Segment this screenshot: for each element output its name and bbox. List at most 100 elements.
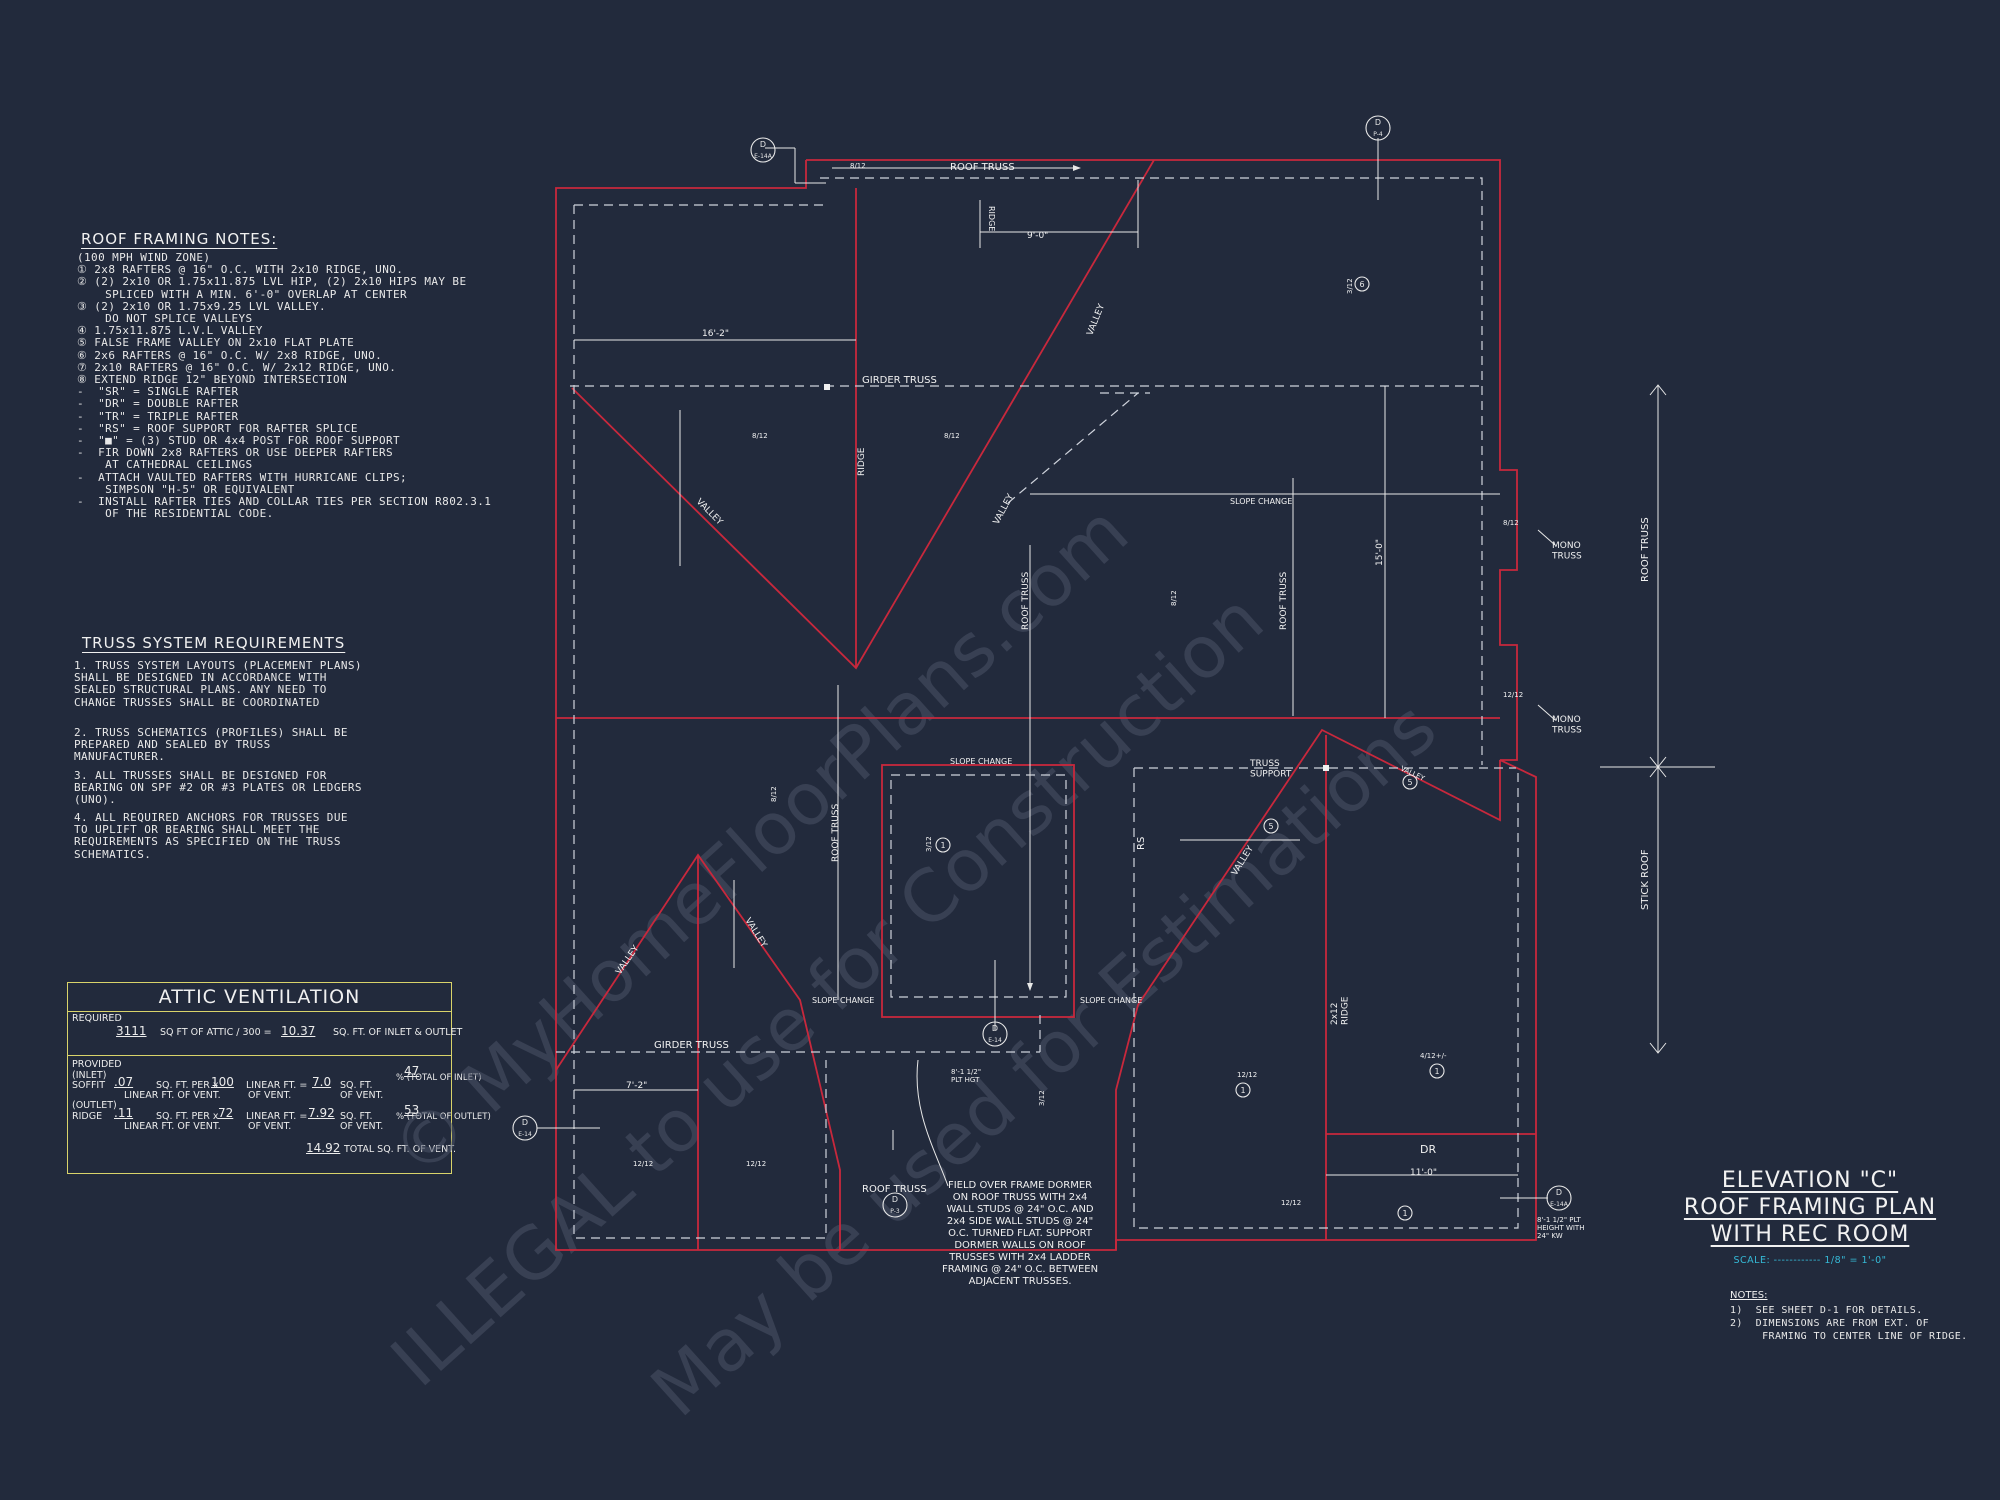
truss-req-item: 3. ALL TRUSSES SHALL BE DESIGNED FOR BEA… <box>74 769 362 807</box>
roof-framing-notes-title: ROOF FRAMING NOTES: <box>81 230 278 248</box>
provided-label: PROVIDED <box>72 1059 122 1070</box>
title-block: ELEVATION "C" ROOF FRAMING PLAN WITH REC… <box>1680 1168 1940 1266</box>
note-1-icon <box>1235 1082 1251 1098</box>
roof-truss-vertical-label: ROOF TRUSS <box>1021 571 1031 630</box>
area-text: SQ. FT. <box>340 1111 373 1122</box>
pitch-label: 8/12 <box>850 162 866 170</box>
roof-note: - "RS" = ROOF SUPPORT FOR RAFTER SPLICE <box>77 421 358 435</box>
soffit-label: SOFFIT <box>72 1080 106 1091</box>
ref-sheet: P-3 <box>890 1208 900 1215</box>
section-ref-icon <box>1365 115 1391 141</box>
note-number: 5 <box>1407 778 1412 787</box>
section-ref-icon <box>512 1115 538 1141</box>
attic-sqft: 3111 <box>116 1024 147 1038</box>
note-number: 1 <box>940 841 945 850</box>
pitch-label: 8/12 <box>1170 590 1178 606</box>
roof-note: ② (2) 2x10 OR 1.75x11.875 LVL HIP, (2) 2… <box>77 275 467 289</box>
note-number: 1 <box>1402 1209 1407 1218</box>
pitch-label: 8/12 <box>944 432 960 440</box>
roof-note: ④ 1.75x11.875 L.V.L VALLEY <box>77 324 263 338</box>
bottom-note: 1) SEE SHEET D-1 FOR DETAILS. <box>1730 1305 1923 1316</box>
plan-labels: ROOF TRUSS ROOF TRUSS GIRDER TRUSS GIRDE… <box>626 162 1584 1240</box>
rate-text: SQ. FT. PER x <box>156 1111 219 1122</box>
valley-label: VALLEY <box>742 916 768 950</box>
zone-arrow <box>1649 384 1667 1054</box>
valley-lines-upper <box>571 159 1155 670</box>
ridge-area: 7.92 <box>308 1106 335 1120</box>
dimension-label: 9'-0" <box>1027 231 1048 241</box>
note-5-icon <box>1263 818 1279 834</box>
bottom-notes: NOTES: 1) SEE SHEET D-1 FOR DETAILS. 2) … <box>1730 1290 1968 1343</box>
stick-roof-label: STICK ROOF <box>1640 849 1651 910</box>
roof-note: - "■" = (3) STUD OR 4x4 POST FOR ROOF SU… <box>77 434 401 448</box>
ridge-rate: .11 <box>114 1106 134 1120</box>
note-1-icon <box>935 837 951 853</box>
note-number: 5 <box>1268 822 1273 831</box>
ref-sheet: E-14A <box>1550 1201 1569 1208</box>
len-text: LINEAR FT. = <box>246 1080 308 1091</box>
title-line-2: ROOF FRAMING PLAN <box>1683 1195 1937 1220</box>
roof-note: - FIR DOWN 2x8 RAFTERS OR USE DEEPER RAF… <box>77 446 394 460</box>
inlet-percent: 47 <box>404 1064 420 1078</box>
pitch-label: 12/12 <box>1503 691 1523 699</box>
ridge-label: RIDGE <box>987 206 996 231</box>
required-value: 10.37 <box>281 1024 316 1038</box>
truss-req-item: 4. ALL REQUIRED ANCHORS FOR TRUSSES DUE … <box>74 811 348 861</box>
roof-note: ③ (2) 2x10 OR 1.75x9.25 LVL VALLEY. <box>77 299 327 313</box>
total-vent-text: TOTAL SQ. FT. OF VENT. <box>344 1144 456 1155</box>
truss-requirements-title: TRUSS SYSTEM REQUIREMENTS <box>82 634 346 652</box>
roof-note: - "SR" = SINGLE RAFTER <box>77 385 239 399</box>
section-ref-icon <box>982 1021 1008 1047</box>
roof-note: ⑧ EXTEND RIDGE 12" BEYOND INTERSECTION <box>77 373 348 387</box>
exterior-walls <box>555 159 1537 1251</box>
roof-note: SIMPSON "H-5" OR EQUIVALENT <box>77 482 295 496</box>
roof-note: ⑦ 2x10 RAFTERS @ 16" O.C. W/ 2x12 RIDGE,… <box>77 360 397 374</box>
inlet-label: (INLET) <box>72 1070 107 1081</box>
ref-letter: D <box>892 1195 898 1204</box>
total-vent: 14.92 <box>306 1141 341 1155</box>
section-ref-icon <box>882 1192 908 1218</box>
note-5-icon <box>1402 774 1418 790</box>
roof-note: DO NOT SPLICE VALLEYS <box>77 312 253 326</box>
dimension-label: 16'-2" <box>702 329 729 339</box>
outlet-percent-text: % (TOTAL OF OUTLET) <box>396 1112 491 1122</box>
valley-label: VALLEY <box>992 492 1017 526</box>
ref-letter: D <box>760 140 766 149</box>
pitch-label: 3/12 <box>1346 278 1354 294</box>
dimension-label: 11'-0" <box>1410 1168 1437 1178</box>
required-label: REQUIRED <box>72 1013 122 1024</box>
pitch-label: 3/12 <box>1038 1090 1046 1106</box>
girder-truss-label: GIRDER TRUSS <box>654 1040 729 1051</box>
rate-text: SQ. FT. PER x <box>156 1080 219 1091</box>
section-ref-icon <box>750 137 776 163</box>
girder-truss-label: GIRDER TRUSS <box>862 375 937 386</box>
ref-sheet: E-14A <box>754 153 773 160</box>
attic-sqft-text: SQ FT OF ATTIC / 300 = <box>160 1027 272 1038</box>
slope-change-label: SLOPE CHANGE <box>950 757 1012 766</box>
reference-markers <box>512 115 1572 1221</box>
roof-note: ① 2x8 RAFTERS @ 16" O.C. WITH 2x10 RIDGE… <box>77 263 404 277</box>
dormer-note: FIELD OVER FRAME DORMER ON ROOF TRUSS WI… <box>942 1180 1099 1287</box>
note-number: 1 <box>1434 1067 1439 1076</box>
truss-req-item: 2. TRUSS SCHEMATICS (PROFILES) SHALL BE … <box>74 726 348 764</box>
roof-note: ⑤ FALSE FRAME VALLEY ON 2x10 FLAT PLATE <box>77 336 355 350</box>
pitch-label: 3/12 <box>925 836 933 852</box>
ref-sheet: E-14 <box>518 1131 532 1138</box>
roof-note: - INSTALL RAFTER TIES AND COLLAR TIES PE… <box>77 495 492 509</box>
len-text: LINEAR FT. = <box>246 1111 308 1122</box>
roof-truss-label: ROOF TRUSS <box>862 1184 927 1195</box>
soffit-length: 100 <box>211 1075 234 1089</box>
attic-ventilation-table: ATTIC VENTILATION REQUIRED 3111 SQ FT OF… <box>67 982 491 1174</box>
ref-letter: D <box>522 1118 528 1127</box>
roof-note: - "TR" = TRIPLE RAFTER <box>77 409 239 423</box>
pitch-label: 12/12 <box>633 1160 653 1168</box>
pitch-label: 12/12 <box>746 1160 766 1168</box>
bottom-note: 2) DIMENSIONS ARE FROM EXT. OF FRAMING T… <box>1730 1318 1968 1342</box>
soffit-rate: .07 <box>114 1075 134 1089</box>
slope-change-label: SLOPE CHANGE <box>1080 996 1142 1005</box>
dr-label: DR <box>1420 1143 1436 1156</box>
ref-sheet: P-4 <box>1373 131 1383 138</box>
